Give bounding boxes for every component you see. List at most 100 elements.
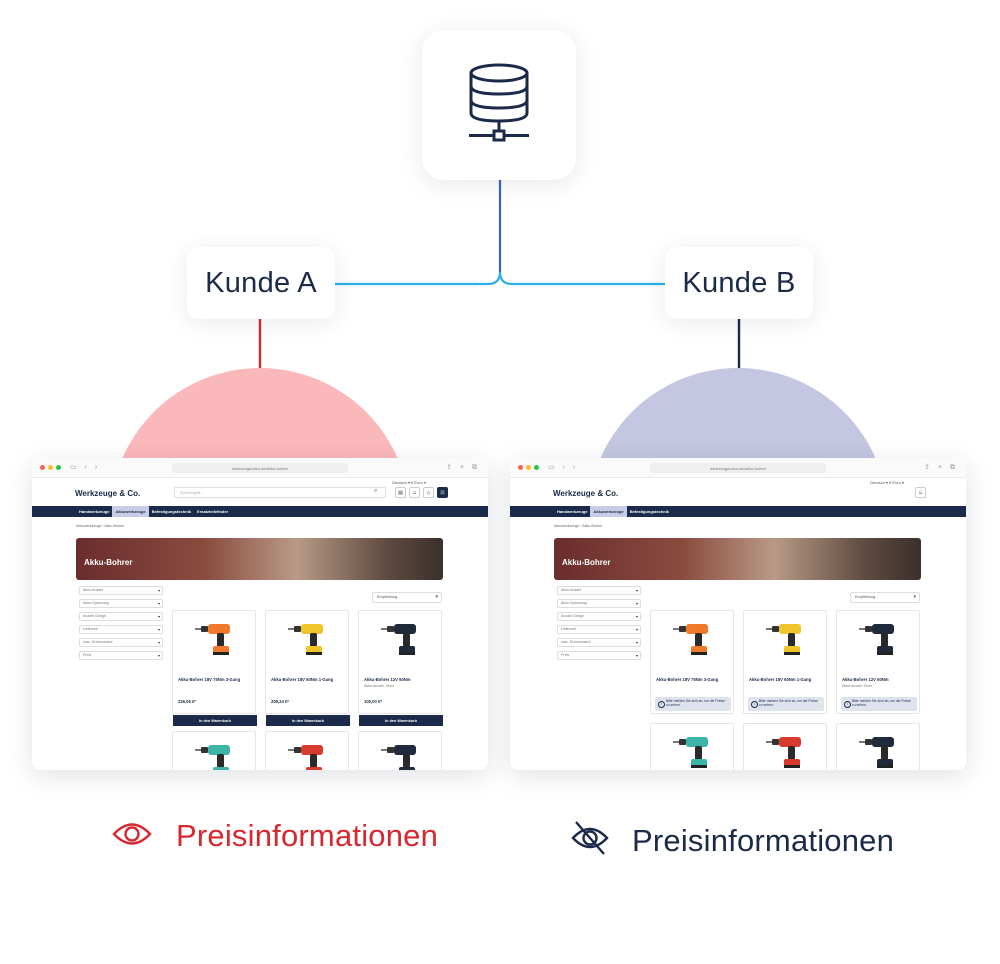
drill-image xyxy=(173,611,257,671)
notepad-icon[interactable]: ▤ xyxy=(395,487,406,498)
language-switch[interactable]: Deutsch ▾ € Euro ▾ xyxy=(392,480,426,485)
filter-select[interactable]: Akku-Spannung xyxy=(79,599,163,608)
breadcrumb[interactable]: Akkuwerkzeuge › Akku-Bohrer xyxy=(554,524,603,528)
product-price: 100,00 €* xyxy=(364,699,382,704)
product-card[interactable]: Akku-Bohrer 12V 60Nm Akku-Anzahl: Ohne B… xyxy=(836,610,920,714)
browser-nav-icons[interactable]: ▭ ‹ › xyxy=(548,464,579,471)
browser-toolbar: ▭ ‹ › werkzeugundco.de/akku-bohrer ⇪ + ⧉ xyxy=(510,458,966,478)
category-title: Akku-Bohrer xyxy=(84,558,133,567)
drill-icon xyxy=(764,732,808,771)
legend-prices-hidden: Preisinformationen xyxy=(570,818,894,863)
nav-item-active[interactable]: Akkuwerkzeuge xyxy=(590,506,627,517)
browser-toolbar: ▭ ‹ › werkzeugundco.de/akku-bohrer ⇪ + ⧉ xyxy=(32,458,488,478)
sort-select[interactable]: Empfehlung xyxy=(850,592,920,603)
window-controls[interactable] xyxy=(40,465,61,470)
product-name[interactable]: Akku-Bohrer 18V 75Nm 3-Gang xyxy=(656,677,719,682)
browser-action-icons[interactable]: ⇪ + ⧉ xyxy=(446,464,480,471)
product-card[interactable]: Akku-Bohrer 18V 60Nm 1-Gang 209,24 €* In… xyxy=(265,610,350,726)
product-name[interactable]: Akku-Bohrer 18V 75Nm 3-Gang xyxy=(178,677,241,682)
drill-icon xyxy=(857,732,901,771)
product-name[interactable]: Akku-Bohrer 18V 60Nm 1-Gang xyxy=(749,677,812,682)
product-card[interactable] xyxy=(650,723,734,770)
drill-image xyxy=(744,611,828,671)
browser-action-icons[interactable]: ⇪ + ⧉ xyxy=(924,464,958,471)
language-switch[interactable]: Deutsch ▾ € Euro ▾ xyxy=(870,480,904,485)
customer-a-label: Kunde A xyxy=(187,247,335,319)
nav-item[interactable]: Handwerkzeuge xyxy=(79,509,110,514)
sort-select[interactable]: Empfehlung xyxy=(372,592,442,603)
filter-select[interactable]: Akku-Spannung xyxy=(557,599,641,608)
breadcrumb[interactable]: Akkuwerkzeuge › Akku-Bohrer xyxy=(76,524,125,528)
nav-item[interactable]: Befestigungstechnik xyxy=(629,509,670,514)
cart-icon[interactable]: ⊡ xyxy=(437,487,448,498)
tag-icon[interactable]: ◇ xyxy=(423,487,434,498)
login-for-price-hint[interactable]: Bitte melden Sie sich an, um die Preise … xyxy=(841,697,917,711)
drill-image xyxy=(837,611,921,671)
filter-select[interactable]: Lieferzeit xyxy=(557,625,641,634)
main-navigation: Handwerkzeuge Akkuwerkzeuge Befestigungs… xyxy=(510,506,966,517)
product-availability: Akku-Anzahl: Ohne xyxy=(842,684,873,688)
nav-item[interactable]: Ersatzteilefinder xyxy=(197,509,229,514)
product-price: 209,24 €* xyxy=(271,699,289,704)
shop-view-customer-b: ▭ ‹ › werkzeugundco.de/akku-bohrer ⇪ + ⧉… xyxy=(510,458,966,770)
eye-off-icon xyxy=(570,818,610,863)
filter-select[interactable]: Anzahl Gänge xyxy=(79,612,163,621)
product-name[interactable]: Akku-Bohrer 18V 60Nm 1-Gang xyxy=(271,677,334,682)
browser-nav-icons[interactable]: ▭ ‹ › xyxy=(70,464,101,471)
user-icon[interactable]: ☺ xyxy=(409,487,420,498)
product-card[interactable] xyxy=(358,731,442,770)
drill-icon xyxy=(671,732,715,771)
product-card[interactable]: Akku-Bohrer 18V 75Nm 3-Gang Bitte melden… xyxy=(650,610,734,714)
filter-select[interactable]: Anzahl Gänge xyxy=(557,612,641,621)
filter-select[interactable]: Lieferzeit xyxy=(79,625,163,634)
filter-select[interactable]: max. Drehmoment xyxy=(557,638,641,647)
server-node xyxy=(422,30,576,180)
product-card[interactable] xyxy=(836,723,920,770)
product-card[interactable] xyxy=(265,731,349,770)
shop-brand[interactable]: Werkzeuge & Co. xyxy=(75,489,141,498)
drill-image xyxy=(359,611,443,671)
drill-icon xyxy=(379,619,423,664)
filter-panel: Akku-Anzahl Akku-Spannung Anzahl Gänge L… xyxy=(557,586,641,664)
drill-icon xyxy=(286,740,330,770)
product-availability: Akku-Anzahl: Ohne xyxy=(364,684,395,688)
filter-select[interactable]: Akku-Anzahl xyxy=(79,586,163,595)
filter-panel: Akku-Anzahl Akku-Spannung Anzahl Gänge L… xyxy=(79,586,163,664)
add-to-cart-button[interactable]: In den Warenkorb xyxy=(173,715,257,726)
product-card[interactable]: Akku-Bohrer 12V 60Nm Akku-Anzahl: Ohne 1… xyxy=(358,610,443,726)
product-card[interactable] xyxy=(172,731,256,770)
drill-image xyxy=(266,611,350,671)
filter-select[interactable]: Preis xyxy=(557,651,641,660)
product-card[interactable] xyxy=(743,723,827,770)
filter-select[interactable]: Preis xyxy=(79,651,163,660)
user-icon[interactable]: ☺ xyxy=(915,487,926,498)
window-controls[interactable] xyxy=(518,465,539,470)
category-banner: Akku-Bohrer xyxy=(554,538,921,580)
product-card[interactable]: Akku-Bohrer 18V 60Nm 1-Gang Bitte melden… xyxy=(743,610,827,714)
filter-select[interactable]: Akku-Anzahl xyxy=(557,586,641,595)
search-icon[interactable]: ⌕ xyxy=(374,488,378,494)
database-server-icon xyxy=(467,63,531,148)
shop-brand[interactable]: Werkzeuge & Co. xyxy=(553,489,619,498)
drill-icon xyxy=(764,619,808,664)
shop-view-customer-a: ▭ ‹ › werkzeugundco.de/akku-bohrer ⇪ + ⧉… xyxy=(32,458,488,770)
nav-item-active[interactable]: Akkuwerkzeuge xyxy=(112,506,149,517)
drill-icon xyxy=(193,740,237,770)
drill-image xyxy=(266,732,350,770)
nav-item[interactable]: Handwerkzeuge xyxy=(557,509,588,514)
login-for-price-hint[interactable]: Bitte melden Sie sich an, um die Preise … xyxy=(655,697,731,711)
product-card[interactable]: Akku-Bohrer 18V 75Nm 3-Gang 226,05 €* In… xyxy=(172,610,257,726)
header-actions: ☺ xyxy=(915,487,926,498)
drill-icon xyxy=(193,619,237,664)
search-input[interactable]: Suchbegriff... xyxy=(174,487,386,498)
address-bar[interactable]: werkzeugundco.de/akku-bohrer xyxy=(650,463,826,473)
add-to-cart-button[interactable]: In den Warenkorb xyxy=(266,715,350,726)
legend-label-hidden: Preisinformationen xyxy=(632,822,895,858)
product-name[interactable]: Akku-Bohrer 12V 60Nm xyxy=(364,677,411,682)
filter-select[interactable]: max. Drehmoment xyxy=(79,638,163,647)
product-name[interactable]: Akku-Bohrer 12V 60Nm xyxy=(842,677,889,682)
login-for-price-hint[interactable]: Bitte melden Sie sich an, um die Preise … xyxy=(748,697,824,711)
nav-item[interactable]: Befestigungstechnik xyxy=(151,509,192,514)
address-bar[interactable]: werkzeugundco.de/akku-bohrer xyxy=(172,463,348,473)
add-to-cart-button[interactable]: In den Warenkorb xyxy=(359,715,443,726)
